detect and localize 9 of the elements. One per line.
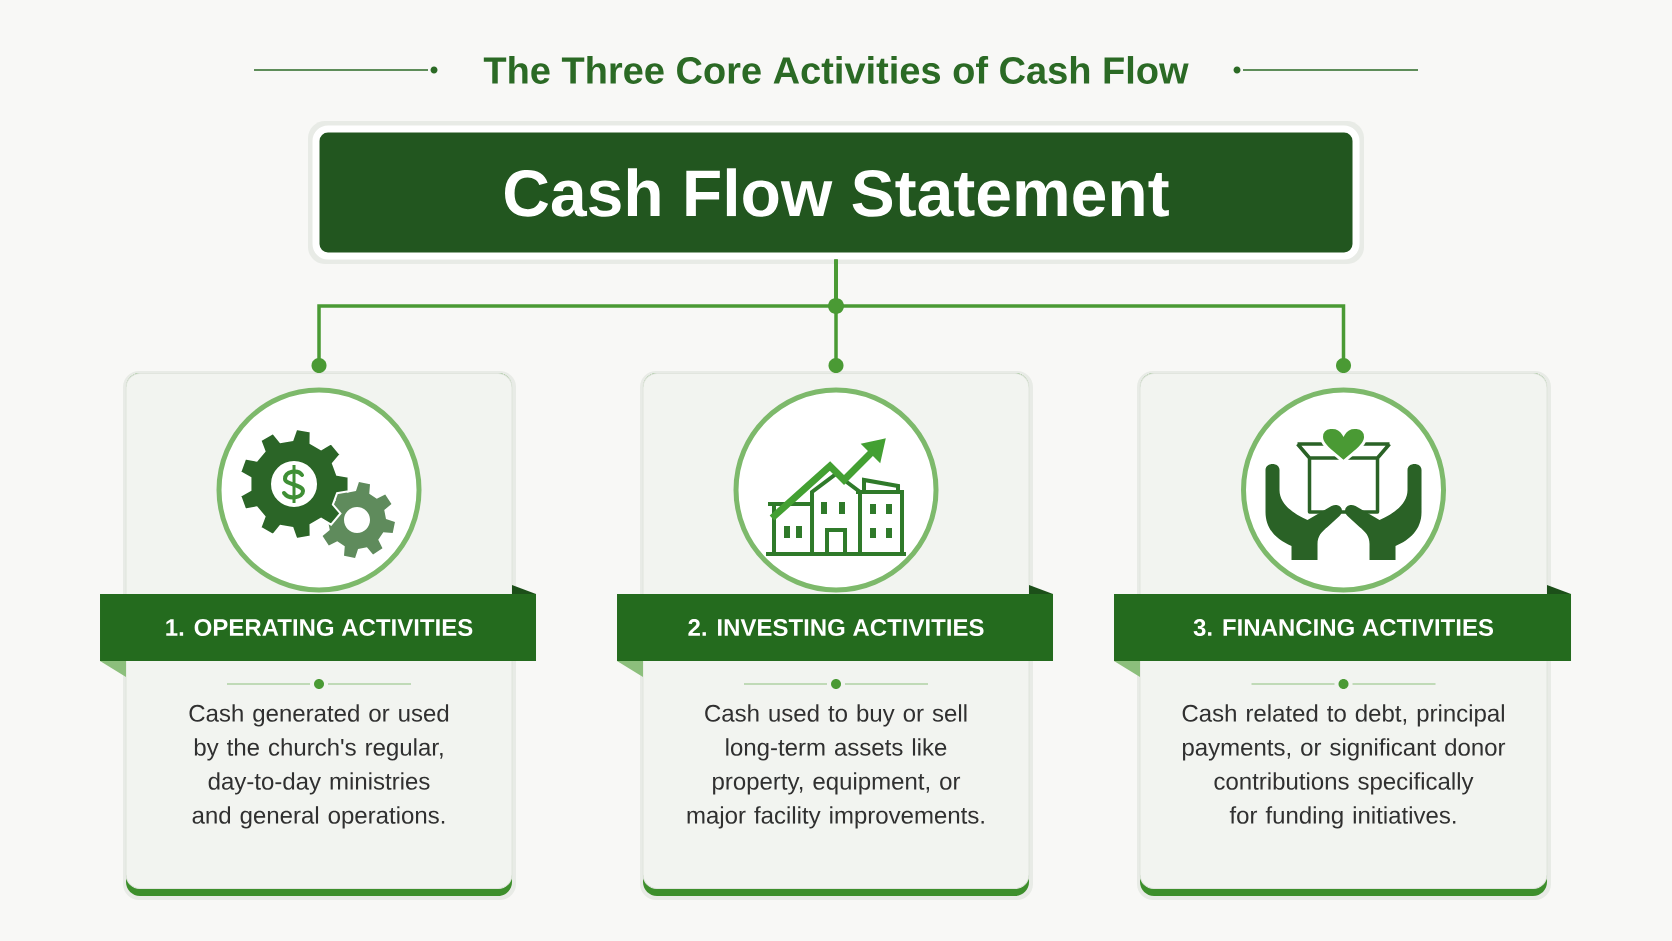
connector-line xyxy=(834,259,1351,373)
card-text: Cash generated or used by the church's regular, day-to-day ministries and general operations. xyxy=(189,704,449,829)
ribbon-banner: 1. OPERATING ACTIVITIES xyxy=(100,585,536,677)
header-box: Cash Flow Statement xyxy=(308,121,1364,264)
ribbon-banner: 3. FINANCING ACTIVITIES xyxy=(1114,585,1571,677)
card-text: Cash related to debt, principal payments, or significant donor contributions specifically for funding initiatives. xyxy=(1182,704,1506,829)
card-text: Cash used to buy or sell long-term assets like property, equipment, or major facility improvements. xyxy=(687,704,984,829)
ribbon-banner: 2. INVESTING ACTIVITIES xyxy=(617,585,1053,677)
title: The Three Core Activities of Cash Flow xyxy=(483,56,1189,84)
